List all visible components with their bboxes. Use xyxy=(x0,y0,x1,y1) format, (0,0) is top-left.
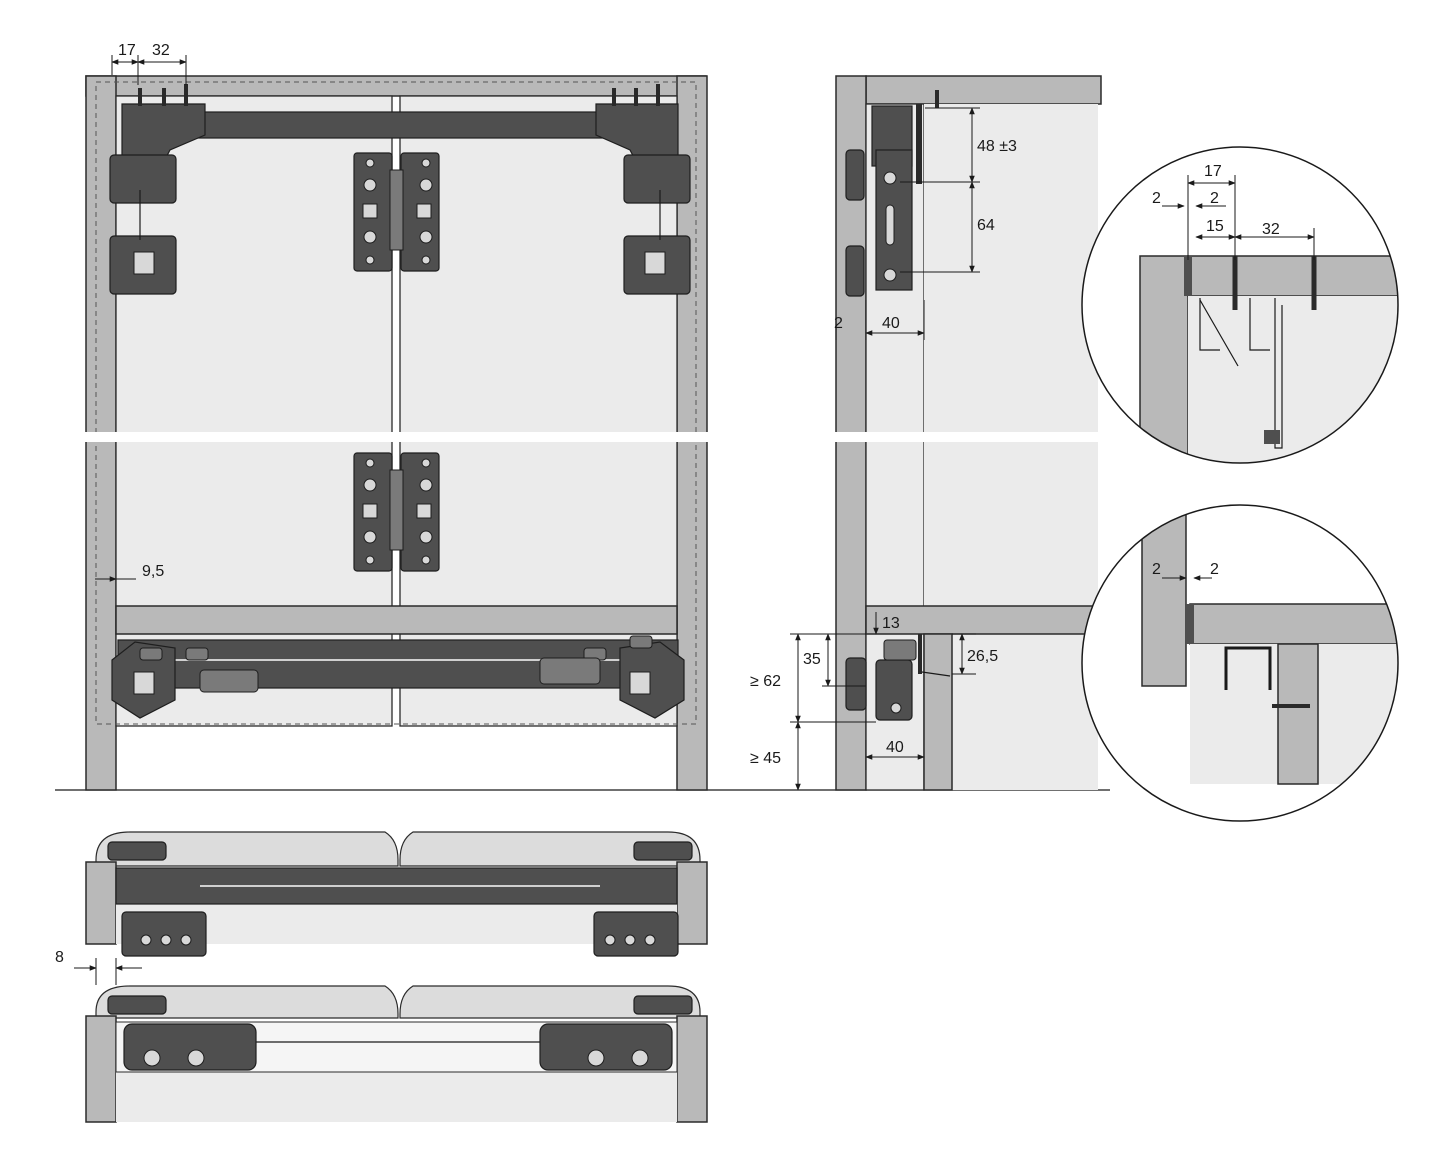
dim-detail-32: 32 xyxy=(1262,221,1280,238)
bottom-shelf xyxy=(115,605,678,635)
dim-front-17: 17 xyxy=(118,42,136,59)
front-view: 17 32 9,5 xyxy=(55,42,1110,791)
dim-detail-bottom-2-right: 2 xyxy=(1210,561,1219,578)
door-outline xyxy=(95,81,697,725)
center-hinge-lower xyxy=(353,452,440,572)
break-gap xyxy=(80,432,720,442)
side-dimensions: 48 ±3 64 2 40 13 35 ≥ 62 ≥ 45 26,5 xyxy=(750,107,1017,791)
dim-side-26-5: 26,5 xyxy=(967,648,998,665)
dim-side-64: 64 xyxy=(977,217,995,234)
side-top-hardware xyxy=(845,90,939,297)
dim-side-35: 35 xyxy=(803,651,821,668)
front-dimensions: 17 32 9,5 xyxy=(95,42,187,582)
dim-side-2: 2 xyxy=(834,315,843,332)
dim-detail-15: 15 xyxy=(1206,218,1224,235)
dim-front-9-5: 9,5 xyxy=(142,563,164,580)
dim-side-40-bottom: 40 xyxy=(886,739,904,756)
dim-side-62: ≥ 62 xyxy=(750,673,781,690)
detail-circle-bottom: 2 2 xyxy=(1081,504,1399,822)
dim-detail-2-left: 2 xyxy=(1152,190,1161,207)
detail-circle-top: 17 2 2 15 32 xyxy=(1081,146,1399,464)
dim-side-40-top: 40 xyxy=(882,315,900,332)
side-section-view: 48 ±3 64 2 40 13 35 ≥ 62 ≥ 45 26,5 xyxy=(750,75,1110,791)
side-plinth xyxy=(923,633,953,791)
dim-plan-8: 8 xyxy=(55,949,64,966)
dim-side-45: ≥ 45 xyxy=(750,750,781,767)
dim-detail-2-right: 2 xyxy=(1210,190,1219,207)
plan-view-lower: 8 xyxy=(55,949,708,1123)
dim-side-13: 13 xyxy=(882,615,900,632)
center-hinge-upper xyxy=(353,152,440,272)
dim-front-32: 32 xyxy=(152,42,170,59)
side-top-panel xyxy=(865,75,1102,105)
dim-side-48: 48 ±3 xyxy=(977,138,1017,155)
upper-door-plates xyxy=(109,154,691,295)
dim-detail-bottom-2-left: 2 xyxy=(1152,561,1161,578)
side-interior xyxy=(924,104,1098,790)
bottom-guide-rail xyxy=(111,635,685,719)
dim-detail-17: 17 xyxy=(1204,163,1222,180)
side-bottom-hardware xyxy=(845,634,951,721)
side-shelf xyxy=(865,605,1099,635)
plan-view-upper xyxy=(85,831,708,957)
side-break-gap xyxy=(830,432,1110,442)
